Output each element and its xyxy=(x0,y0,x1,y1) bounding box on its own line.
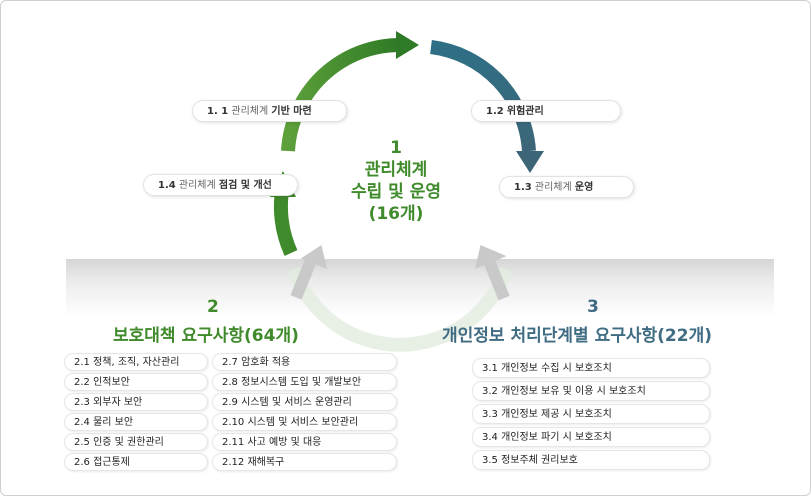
arrow-head-right xyxy=(516,151,544,173)
top-arc xyxy=(281,38,400,152)
list-item: 2.2 인적보안 xyxy=(64,373,208,391)
list-item: 2.9 시스템 및 서비스 운영관리 xyxy=(212,393,397,411)
step-1-2-strong: 위험관리 xyxy=(506,106,544,117)
list-item: 3.1 개인정보 수집 시 보호조치 xyxy=(472,358,710,378)
list-item: 2.8 정보시스템 도입 및 개발보안 xyxy=(212,373,397,391)
center-line3: (16개) xyxy=(368,204,424,224)
list-item: 3.4 개인정보 파기 시 보호조치 xyxy=(472,427,710,447)
list-item: 2.6 접근통제 xyxy=(64,453,208,471)
step-1-2-pill: 1.2 위험관리 xyxy=(471,100,621,122)
step-1-4-pill: 1.4 관리체계 점검 및 개선 xyxy=(143,174,298,196)
step-1-4-light: 관리체계 xyxy=(178,180,216,191)
grey-arrow-right xyxy=(475,245,510,301)
section-2-title: 보호대책 요구사항(64개) xyxy=(113,326,299,346)
list-item: 3.3 개인정보 제공 시 보호조치 xyxy=(472,404,710,424)
step-1-4-strong: 점검 및 개선 xyxy=(218,180,272,191)
step-1-1-pill: 1. 1 관리체계 기반 마련 xyxy=(192,100,347,122)
list-item: 2.4 물리 보안 xyxy=(64,413,208,431)
section-3-title: 개인정보 처리단계별 요구사항(22개) xyxy=(442,326,712,346)
list-item: 2.3 외부자 보안 xyxy=(64,393,208,411)
list-item: 3.5 정보주체 권리보호 xyxy=(472,450,710,470)
list-item: 3.2 개인정보 보유 및 이용 시 보호조치 xyxy=(472,381,710,401)
list-item: 2.10 시스템 및 서비스 보안관리 xyxy=(212,413,397,431)
center-number: 1 xyxy=(390,138,402,158)
grey-arrow-left xyxy=(290,245,327,300)
step-1-1-light: 관리체계 xyxy=(231,106,269,117)
list-item: 2.11 사고 예방 및 대응 xyxy=(212,433,397,451)
section-3-number: 3 xyxy=(587,297,599,317)
center-line2: 수립 및 운영 xyxy=(350,182,442,202)
step-1-3-strong: 운영 xyxy=(574,182,594,193)
list-item: 2.1 정책, 조직, 자산관리 xyxy=(64,353,208,371)
list-item: 2.7 암호화 적용 xyxy=(212,353,397,371)
grey-band xyxy=(66,259,774,317)
list-item: 2.12 재해복구 xyxy=(212,453,397,471)
section-2-number: 2 xyxy=(207,297,219,317)
step-1-3-pill: 1.3 관리체계 운영 xyxy=(499,176,634,198)
step-1-4-number: 1.4 xyxy=(158,180,176,191)
step-1-3-number: 1.3 xyxy=(514,182,532,193)
right-arc xyxy=(430,40,536,152)
arrow-head-top xyxy=(396,31,419,59)
step-1-3-light: 관리체계 xyxy=(534,182,572,193)
step-1-1-strong: 기반 마련 xyxy=(271,106,312,117)
list-item: 2.5 인증 및 권한관리 xyxy=(64,433,208,451)
bottom-arc xyxy=(287,266,513,352)
center-line1: 관리체계 xyxy=(364,160,428,180)
step-1-1-number: 1. 1 xyxy=(207,106,229,117)
center-title: 1 관리체계 수립 및 운영 (16개) xyxy=(331,137,461,225)
step-1-2-number: 1.2 xyxy=(486,106,504,117)
